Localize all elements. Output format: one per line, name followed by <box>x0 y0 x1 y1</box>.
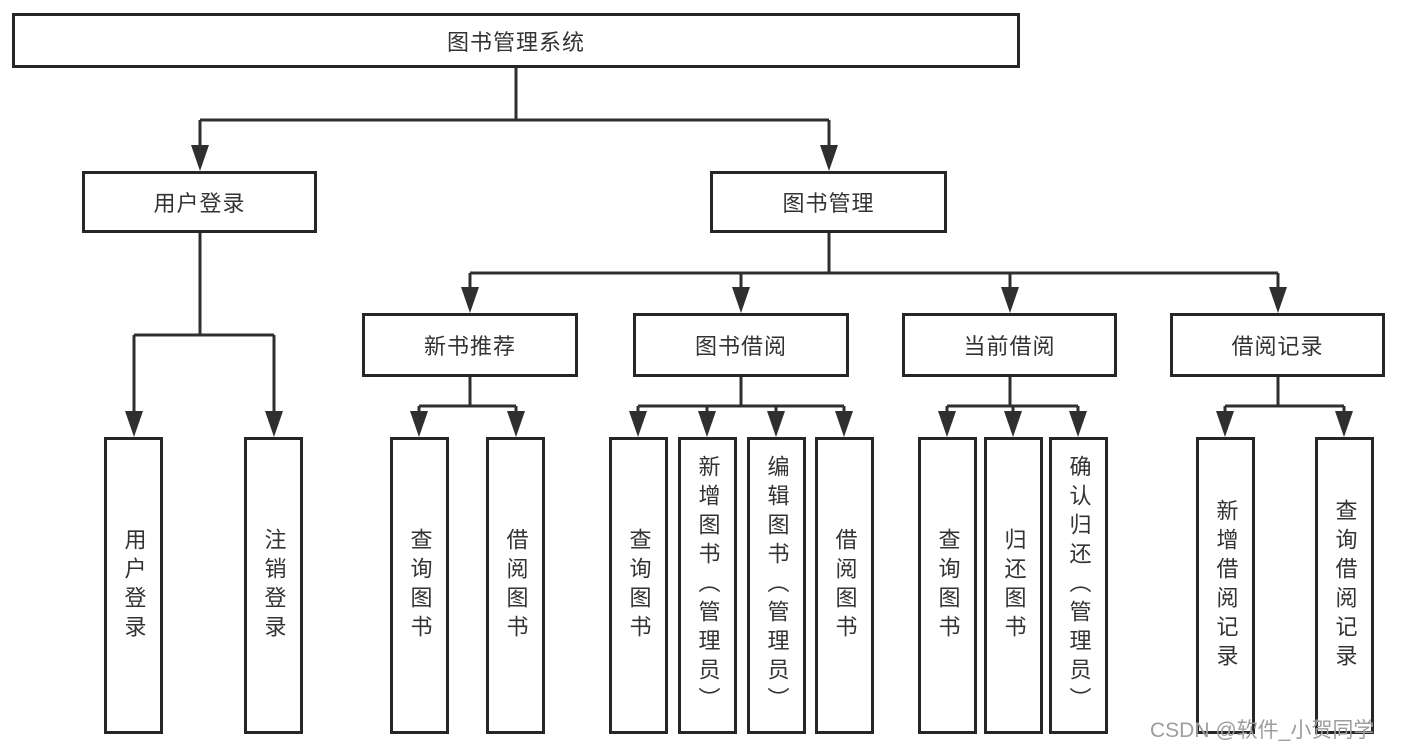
leaf-current-return-books: 归还图书 <box>984 437 1043 734</box>
leaf-borrow-borrow-books: 借阅图书 <box>815 437 874 734</box>
leaf-borrow-borrow-books-label: 借阅图书 <box>832 527 858 644</box>
leaf-borrow-add-books-admin-label: 新增图书（管理员） <box>695 455 721 716</box>
node-current-borrowing: 当前借阅 <box>902 313 1117 377</box>
leaf-logout-label: 注销登录 <box>261 527 287 644</box>
node-user-login-label: 用户登录 <box>153 191 246 216</box>
leaf-current-return-books-label: 归还图书 <box>1001 527 1027 644</box>
leaf-current-confirm-return-admin-label: 确认归还（管理员） <box>1066 455 1092 716</box>
leaf-newbooks-borrow-books: 借阅图书 <box>486 437 545 734</box>
leaf-records-query-record-label: 查询借阅记录 <box>1332 498 1358 673</box>
leaf-newbooks-query-books-label: 查询图书 <box>407 527 433 644</box>
leaf-current-query-books-label: 查询图书 <box>935 527 961 644</box>
leaf-borrow-edit-books-admin-label: 编辑图书（管理员） <box>764 455 790 716</box>
node-book-borrowing-label: 图书借阅 <box>694 334 787 359</box>
leaf-records-add-record: 新增借阅记录 <box>1196 437 1255 734</box>
node-root-library-system: 图书管理系统 <box>12 13 1020 68</box>
node-new-book-recommendation: 新书推荐 <box>362 313 578 377</box>
node-new-book-recommendation-label: 新书推荐 <box>423 334 516 359</box>
leaf-newbooks-query-books: 查询图书 <box>390 437 449 734</box>
node-root-label: 图书管理系统 <box>446 29 585 55</box>
csdn-watermark: CSDN @软件_小贺同学 <box>1150 719 1375 742</box>
leaf-user-login: 用户登录 <box>104 437 163 734</box>
node-book-management-label: 图书管理 <box>782 191 875 216</box>
node-current-borrowing-label: 当前借阅 <box>963 334 1056 359</box>
node-book-management: 图书管理 <box>710 171 947 233</box>
leaf-current-query-books: 查询图书 <box>918 437 977 734</box>
leaf-current-confirm-return-admin: 确认归还（管理员） <box>1049 437 1108 734</box>
node-user-login: 用户登录 <box>82 171 317 233</box>
leaf-user-login-label: 用户登录 <box>121 527 147 644</box>
node-borrowing-records: 借阅记录 <box>1170 313 1385 377</box>
leaf-logout: 注销登录 <box>244 437 303 734</box>
leaf-records-query-record: 查询借阅记录 <box>1315 437 1374 734</box>
leaf-newbooks-borrow-books-label: 借阅图书 <box>503 527 529 644</box>
node-book-borrowing: 图书借阅 <box>633 313 849 377</box>
leaf-borrow-edit-books-admin: 编辑图书（管理员） <box>747 437 806 734</box>
leaf-borrow-add-books-admin: 新增图书（管理员） <box>678 437 737 734</box>
leaf-borrow-query-books-label: 查询图书 <box>626 527 652 644</box>
leaf-borrow-query-books: 查询图书 <box>609 437 668 734</box>
node-borrowing-records-label: 借阅记录 <box>1231 334 1324 359</box>
leaf-records-add-record-label: 新增借阅记录 <box>1213 498 1239 673</box>
